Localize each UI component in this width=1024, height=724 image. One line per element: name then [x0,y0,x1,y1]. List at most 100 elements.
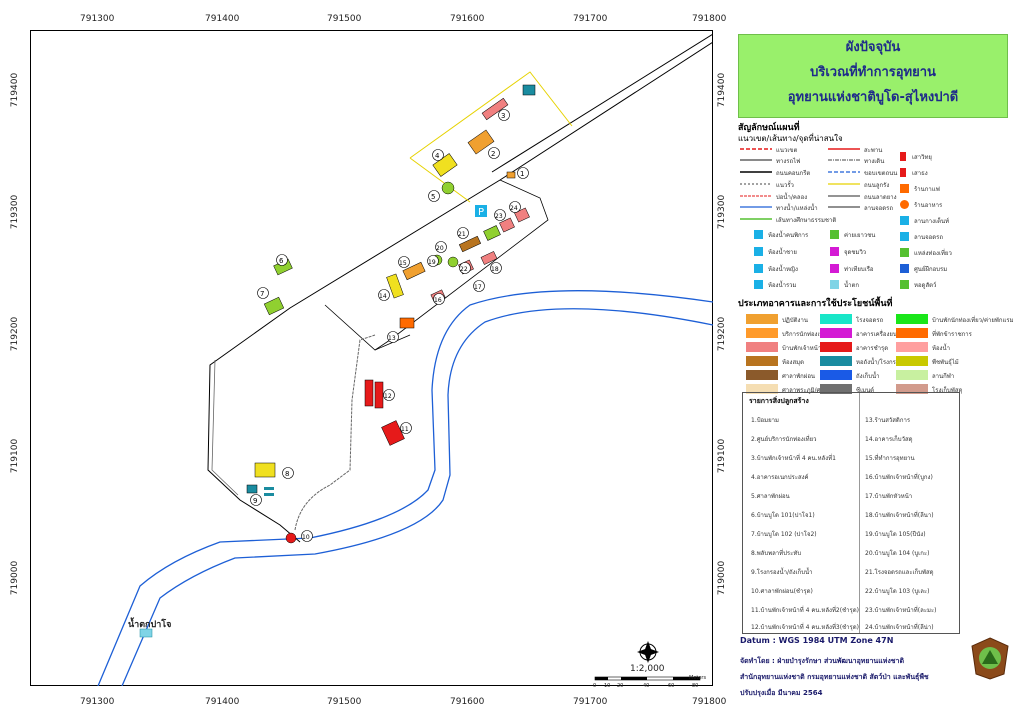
building-shape [246,484,258,494]
building-marker-5: 5 [428,190,440,202]
landuse-label: ห้องสมุด [782,359,805,366]
youth-camp-icon [830,230,839,239]
landuse-swatch [896,370,928,380]
building-number: 22 [460,266,468,273]
building-number: 7 [260,290,264,298]
landuse-heading: ประเภทอาคารและการใช้ประโยชน์พื้นที่ [738,299,893,309]
parking-icon [900,232,909,241]
male-toilet-icon [754,247,763,256]
building-shape [447,256,459,268]
landuse-label: อาคารเครื่องยนต์ [856,331,901,338]
legend-panel: ผังปัจจุบัน บริเวณที่ทำการอุทยาน อุทยานแ… [738,32,1020,714]
scale-unit: Meters [689,675,707,681]
building-marker-20: 20 [435,241,447,253]
landuse-swatch [896,342,928,352]
building-marker-18: 18 [490,262,502,274]
x-tick-bottom: 791300 [80,697,115,707]
building-marker-19: 19 [427,255,439,267]
landuse-swatch [896,356,928,366]
building-number: 4 [435,152,440,160]
building-marker-21: 21 [457,227,469,239]
building-shape [386,273,404,299]
landuse-label: ที่พักข้าราชการ [932,331,972,338]
building-shape [458,235,482,253]
landuse-label: ลานกีฬา [932,373,955,380]
legend-label: ทางรถไฟ [776,158,801,165]
made-by-text: จัดทำโดย : ฝ่ายบำรุงรักษา ส่วนพัฒนาอุทยา… [740,657,904,665]
legend-label: ลานกางเต็นท์ [914,218,950,225]
building-marker-14: 14 [378,289,390,301]
building-list-item: 4.อาคารอเนกประสงค์ [751,474,809,481]
building-list-item: 19.บ้านบูโด 105(ปีนัง) [865,531,926,538]
legend-label: ถนนลูกรัง [864,182,890,189]
walking-trail [294,334,376,531]
landuse-swatch [896,328,928,338]
building-marker-8: 8 [282,467,294,479]
y-tick-right: 719200 [717,316,727,352]
building-list-item: 22.บ้านบูโด 103 (บูเละ) [865,588,930,595]
scale-tick: 20 [617,683,624,689]
building-list-item: 18.บ้านพักเจ้าหน้าที่(ลีนา) [865,512,934,519]
building-number: 21 [458,231,466,238]
building-number: 12 [384,393,392,400]
building-number: 13 [388,335,396,342]
building-number: 16 [434,297,442,304]
y-tick-right: 719300 [717,194,727,230]
x-tick-bottom: 791800 [692,697,727,707]
y-tick-left: 719200 [10,316,20,352]
landuse-label: โรงเก็บพัสดุ [932,387,963,394]
landuse-label: ปฏิบัติงาน [782,317,808,324]
building-list-item: 23.บ้านพักเจ้าหน้าที่(ละมะ) [865,607,937,614]
legend-label: ร้านอาหาร [914,202,943,209]
building-list-item: 8.พลับพลาที่ประทับ [751,550,802,557]
building-list-item: 17.บ้านพักหัวหน้า [865,493,913,500]
landuse-swatch [746,328,778,338]
building-list-item: 3.บ้านพักเจ้าหน้าที่ 4 คน.หลังที่1 [751,455,836,462]
landuse-label: บ้านพักเจ้าหน้าที่ [782,345,826,352]
landuse-label: บริการนักท่องเที่ยว [782,331,831,338]
landuse-label: บ้านพักนักท่องเที่ยว/ค่ายพักแรม [932,317,1014,324]
waterfall-label: น้ำตกปาโจ [128,620,172,630]
legend-label: เส้นทางศึกษาธรรมชาติ [776,217,837,224]
scale-tick: 0 [593,683,597,689]
building-list: รายการสิ่งปลูกสร้าง 1.ป้อมยาม 2.ศูนย์บริ… [742,392,960,634]
building-list-item: 1.ป้อมยาม [751,417,779,424]
landuse-swatch [820,356,852,366]
building-shape [483,225,501,241]
building-list-item: 24.บ้านพักเจ้าหน้าที่(ลีน่า) [865,624,934,631]
coffee-icon [900,184,909,193]
x-tick-bottom: 791600 [450,697,485,707]
building-number: 24 [510,205,518,212]
building-shape [264,487,274,490]
building-list-item: 14.อาคารเก็บวัสดุ [865,436,913,443]
title-line-1: ผังปัจจุบัน [845,40,901,55]
landuse-label: ศาลาพักผ่อน [782,373,816,380]
building-marker-1: 1 [517,167,529,179]
building-number: 23 [495,213,503,220]
parking-icon [475,205,487,217]
legend-label: ห้องน้ำคนพิการ [768,232,809,239]
x-tick-top: 791300 [80,14,115,24]
legend-label: เสาธง [912,170,928,177]
wheelchair-icon [754,230,763,239]
building-shape [263,296,285,316]
building-marker-16: 16 [433,293,445,305]
building-marker-22: 22 [459,262,471,274]
legend-label: ค่ายเยาวชน [844,232,876,239]
landuse-swatch [820,370,852,380]
landuse-label: ซีเมนต์ [856,387,875,394]
building-shape [480,251,498,265]
building-number: 14 [379,293,387,300]
building-marker-11: 11 [400,422,412,434]
waterfall-icon [139,628,153,638]
x-tick-top: 791500 [327,14,362,24]
legend-label: น้ำตก [844,282,859,289]
scale-tick: 40 [643,683,650,689]
title-box: ผังปัจจุบัน บริเวณที่ทำการอุทยาน อุทยานแ… [738,34,1008,118]
landuse-swatch [746,384,778,394]
building-shape [381,420,405,446]
building-marker-4: 4 [432,149,444,161]
title-line-3: อุทยานแห่งชาติบูโด-สุไหงปาดี [787,90,959,105]
building-number: 11 [401,426,409,433]
y-tick-left: 719000 [10,560,20,596]
